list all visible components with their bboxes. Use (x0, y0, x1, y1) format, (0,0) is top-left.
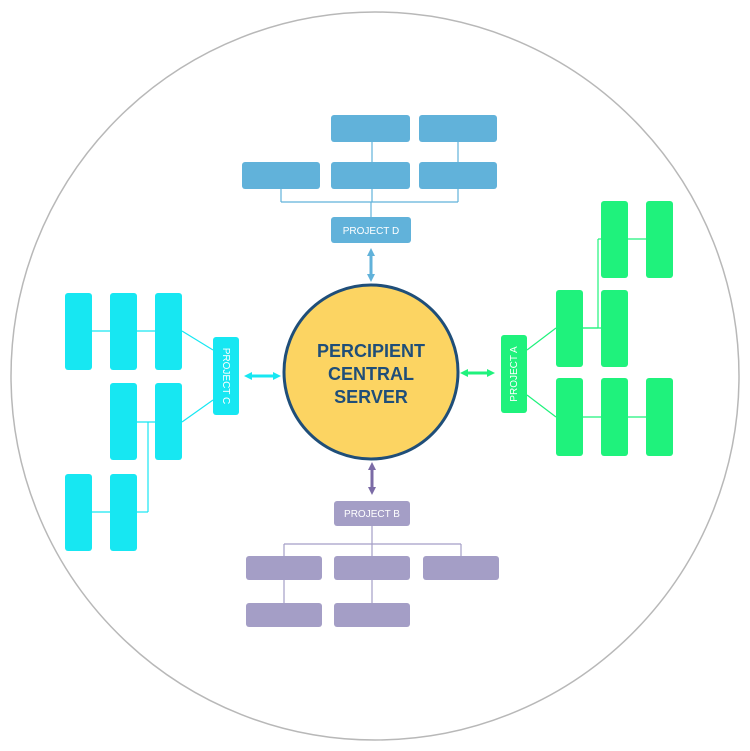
project-c-node-2 (110, 293, 137, 370)
project-c-group: PROJECT C (65, 293, 281, 551)
central-server-circle (282, 283, 460, 461)
project-a-connectors (526, 238, 646, 418)
project-b-node-2 (334, 556, 410, 580)
project-a-node-4 (601, 290, 628, 367)
project-b-node-3 (423, 556, 499, 580)
project-c-node-7 (110, 474, 137, 551)
project-d-label: PROJECT D (343, 226, 400, 237)
central-server: PERCIPIENT CENTRAL SERVER (282, 283, 460, 461)
center-line-2: CENTRAL (328, 364, 414, 384)
project-d-label-box (331, 217, 411, 243)
project-a-node-1 (601, 201, 628, 278)
project-d-group: PROJECT D (242, 115, 497, 282)
center-line-3: SERVER (334, 387, 408, 407)
outer-ring (10, 11, 740, 741)
project-c-label: PROJECT C (220, 348, 231, 405)
project-c-connectors (92, 330, 214, 513)
project-a-node-3 (556, 290, 583, 367)
project-c-node-1 (65, 293, 92, 370)
project-b-node-4 (246, 603, 322, 627)
project-d-node-5 (419, 162, 497, 189)
project-d-node-1 (331, 115, 410, 142)
project-a-group: PROJECT A (460, 201, 673, 456)
project-d-node-4 (331, 162, 410, 189)
project-c-node-5 (155, 383, 182, 460)
project-a-label-box (501, 335, 527, 413)
project-b-label: PROJECT B (344, 509, 400, 520)
project-c-label-box (213, 337, 239, 415)
project-a-node-5 (556, 378, 583, 456)
project-c-node-3 (155, 293, 182, 370)
project-a-label: PROJECT A (509, 346, 520, 402)
project-b-connectors (283, 526, 462, 603)
project-c-node-6 (65, 474, 92, 551)
project-d-node-2 (419, 115, 497, 142)
center-line-1: PERCIPIENT (317, 341, 425, 361)
project-b-group: PROJECT B (246, 462, 499, 627)
project-a-node-6 (601, 378, 628, 456)
project-b-node-5 (334, 603, 410, 627)
project-c-node-4 (110, 383, 137, 460)
project-a-node-2 (646, 201, 673, 278)
project-b-label-box (334, 501, 410, 526)
project-d-node-3 (242, 162, 320, 189)
project-a-node-7 (646, 378, 673, 456)
project-b-node-1 (246, 556, 322, 580)
